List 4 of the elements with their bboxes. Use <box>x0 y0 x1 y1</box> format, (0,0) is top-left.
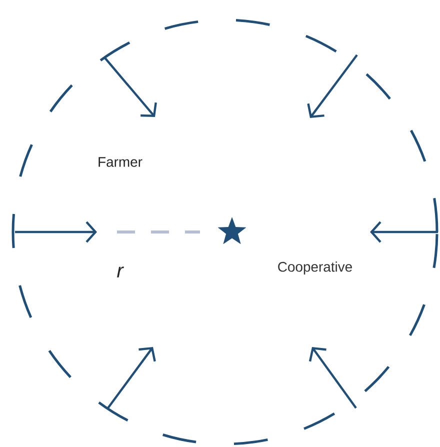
node-caption: Cooperative <box>278 262 352 275</box>
star-icon <box>218 217 246 244</box>
text-label: Farmer <box>98 157 142 167</box>
text-label: r <box>117 266 124 278</box>
